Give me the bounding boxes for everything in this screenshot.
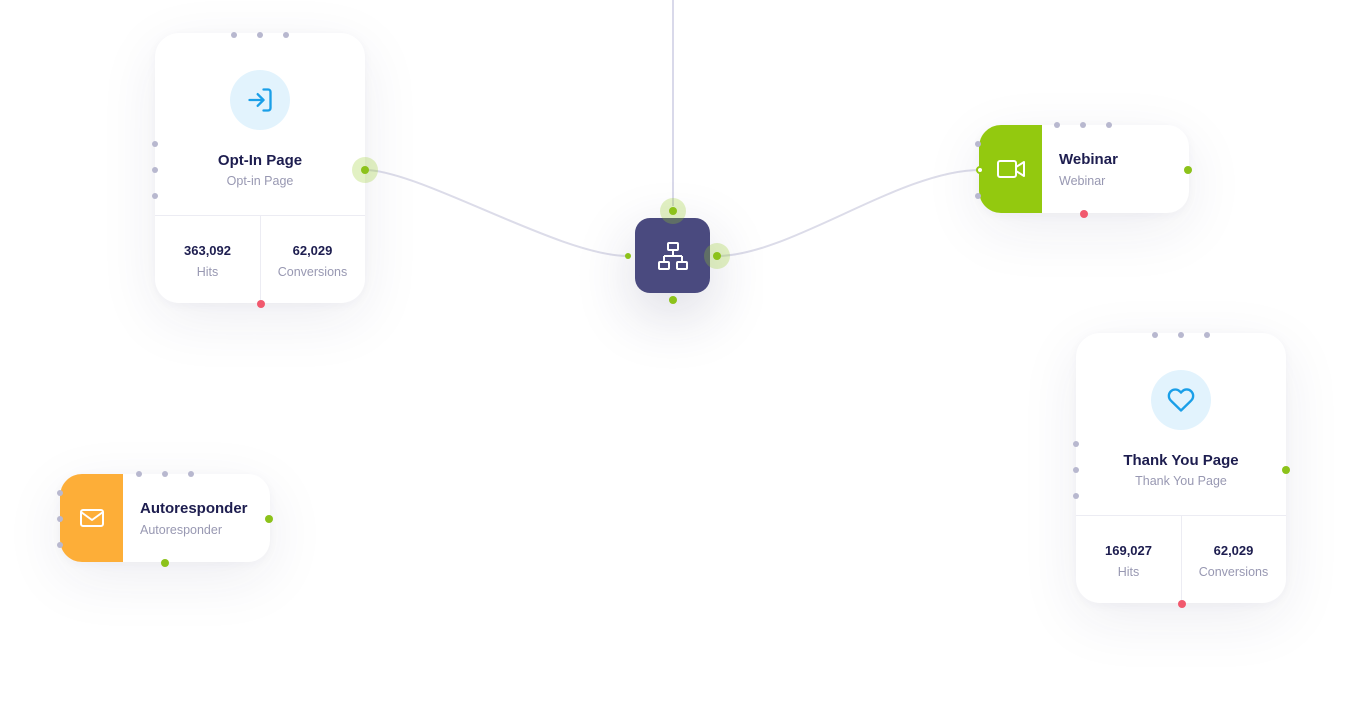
optin-stats-separator [260,216,261,303]
thankyou-title: Thank You Page [1123,452,1239,469]
thankyou-hits-value: 169,027 [1105,543,1152,558]
thankyou-menu-dot[interactable] [1152,332,1158,338]
optin-menu-dot[interactable] [257,32,263,38]
hub-bottom-port[interactable] [669,296,677,304]
optin-input-port[interactable] [152,193,158,199]
node-autoresponder[interactable]: Autoresponder Autoresponder [60,474,270,562]
optin-icon-badge [230,70,290,130]
webinar-title: Webinar [1059,151,1118,168]
webinar-subtitle: Webinar [1059,174,1106,188]
webinar-error-port[interactable] [1080,210,1088,218]
thankyou-conversions-value: 62,029 [1213,543,1254,558]
optin-hits-label: Hits [196,265,219,279]
optin-conversions-label: Conversions [277,265,348,279]
hub-output-port[interactable] [713,252,721,260]
thankyou-subtitle: Thank You Page [1135,474,1227,488]
thankyou-stats-separator [1181,516,1182,603]
webinar-input-port[interactable] [975,141,981,147]
thankyou-menu-dot[interactable] [1204,332,1210,338]
node-webinar[interactable]: Webinar Webinar [979,125,1189,213]
webinar-input-port-active[interactable] [976,166,984,174]
envelope-icon [79,509,104,527]
heart-icon [1167,388,1195,412]
thankyou-input-port[interactable] [1073,467,1079,473]
split-hub-node[interactable] [635,218,710,293]
hub-left-port[interactable] [625,253,631,259]
thankyou-icon-badge [1151,370,1211,430]
optin-stats-divider [155,215,365,216]
optin-menu-dot[interactable] [231,32,237,38]
autoresponder-bottom-port[interactable] [161,559,169,567]
node-optin-page[interactable]: Opt-In Page Opt-in Page 363,092 Hits 62,… [155,33,365,303]
video-camera-icon [996,160,1025,178]
connector-optin-to-hub [364,169,629,257]
autoresponder-subtitle: Autoresponder [140,523,223,537]
optin-input-port[interactable] [152,141,158,147]
thankyou-conversions-stat: 62,029 Conversions [1181,543,1286,579]
autoresponder-menu-dot[interactable] [188,471,194,477]
thankyou-menu-dot[interactable] [1178,332,1184,338]
optin-menu-dot[interactable] [283,32,289,38]
optin-error-port[interactable] [257,300,265,308]
thankyou-output-port[interactable] [1282,466,1290,474]
thankyou-error-port[interactable] [1178,600,1186,608]
node-thank-you-page[interactable]: Thank You Page Thank You Page 169,027 Hi… [1076,333,1286,603]
webinar-menu-dot[interactable] [1080,122,1086,128]
autoresponder-menu-dot[interactable] [162,471,168,477]
thankyou-hits-stat: 169,027 Hits [1076,543,1181,579]
optin-subtitle: Opt-in Page [226,174,294,188]
thankyou-conversions-label: Conversions [1198,565,1269,579]
autoresponder-accent [60,474,123,562]
autoresponder-output-port[interactable] [265,515,273,523]
hub-input-port[interactable] [669,207,677,215]
webinar-accent [979,125,1042,213]
autoresponder-input-port[interactable] [57,490,63,496]
optin-input-port[interactable] [152,167,158,173]
thankyou-input-port[interactable] [1073,441,1079,447]
thankyou-input-port[interactable] [1073,493,1079,499]
thankyou-stats-divider [1076,515,1286,516]
autoresponder-title: Autoresponder [140,500,248,517]
webinar-output-port[interactable] [1184,166,1192,174]
optin-conversions-stat: 62,029 Conversions [260,243,365,279]
sign-in-icon [248,88,272,112]
connector-hub-to-webinar [716,169,981,257]
webinar-menu-dot[interactable] [1106,122,1112,128]
webinar-input-port[interactable] [975,193,981,199]
thankyou-hits-label: Hits [1117,565,1140,579]
autoresponder-input-port[interactable] [57,516,63,522]
optin-output-port[interactable] [361,166,369,174]
autoresponder-menu-dot[interactable] [136,471,142,477]
optin-title: Opt-In Page [217,152,303,169]
webinar-menu-dot[interactable] [1054,122,1060,128]
optin-hits-stat: 363,092 Hits [155,243,260,279]
sitemap-icon [657,241,688,270]
autoresponder-input-port[interactable] [57,542,63,548]
optin-hits-value: 363,092 [184,243,231,258]
optin-conversions-value: 62,029 [292,243,333,258]
